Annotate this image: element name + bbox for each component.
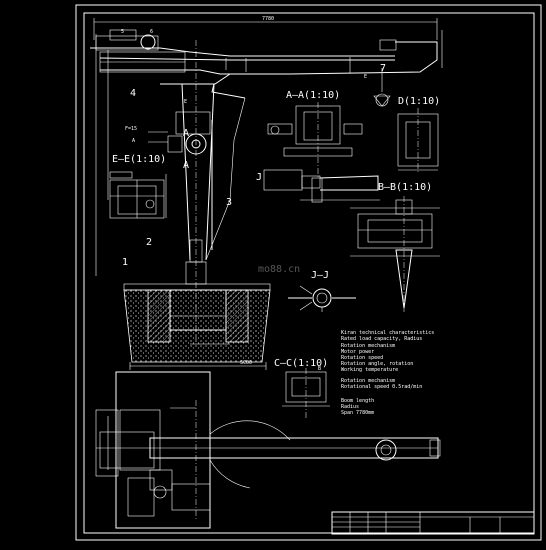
overall-dim-text: 7780 — [262, 16, 274, 22]
jib-boom — [90, 29, 438, 107]
notes1-line7: Working temperature — [341, 367, 398, 373]
notes1-line4: Motor power — [341, 349, 374, 355]
notes1-line1: Kiran technical characteristics — [341, 330, 434, 336]
inner-frame — [83, 12, 535, 534]
section-bb: B—B(1:10) — [350, 182, 440, 312]
notes1-line6: Rotation angle, rotation — [341, 361, 413, 367]
crane-column: A A E F=15 A — [125, 40, 246, 340]
callout-7: 7 — [380, 63, 386, 74]
view-id-a2: A — [183, 160, 189, 171]
section-ee: E—E(1:10) — [109, 154, 167, 219]
section-ee-label: E—E(1:10) — [112, 154, 166, 165]
outer-frame — [75, 4, 542, 541]
notes3-line3: Span 7780mm — [341, 410, 374, 416]
callout-1: 1 — [122, 257, 128, 268]
section-cc: C—C(1:10) B — [274, 358, 330, 420]
notes3-line2: Radius — [341, 404, 359, 410]
section-jj: J—J — [288, 270, 356, 312]
view-id-j: J — [256, 172, 262, 183]
plan-view — [95, 371, 441, 529]
foundation-dim: SC00 — [240, 360, 252, 366]
tech-notes: Kiran technical characteristics Rated lo… — [341, 330, 434, 416]
section-bb-label: B—B(1:10) — [378, 182, 432, 193]
label-f: F=15 — [125, 126, 137, 132]
section-aa: A—A(1:10) — [267, 90, 363, 178]
notes1-line2: Rated load capacity, Radius — [341, 336, 422, 342]
view-id-e: E — [184, 99, 187, 105]
section-d-label: D(1:10) — [398, 96, 440, 107]
section-d: D(1:10) E — [364, 74, 440, 172]
callout-5: 5 — [121, 29, 124, 35]
callout-6: 6 — [150, 29, 153, 35]
view-id-e2: E — [364, 74, 367, 80]
view-id-b: B — [318, 366, 321, 372]
section-jj-label: J—J — [311, 270, 329, 281]
title-block — [331, 511, 535, 535]
view-j-arm: J — [256, 169, 380, 203]
section-cc-label: C—C(1:10) — [274, 358, 328, 369]
notes2-line1: Rotation mechanism — [341, 378, 395, 384]
notes2-line2: Rotational speed 0.5rad/min — [341, 384, 422, 390]
notes1-line5: Rotation speed — [341, 355, 383, 361]
view-id-a1: A — [183, 128, 189, 139]
notes3-line1: Boom length — [341, 398, 374, 404]
watermark: mo88.cn — [258, 264, 300, 275]
overall-dimension: 7780 — [93, 16, 443, 68]
callout-4: 4 — [130, 88, 136, 99]
foundation: SC00 — [123, 283, 271, 370]
label-a-small: A — [132, 138, 135, 144]
callout-2: 2 — [146, 237, 152, 248]
notes1-line3: Rotation mechanism — [341, 343, 395, 349]
section-aa-label: A—A(1:10) — [286, 90, 340, 101]
